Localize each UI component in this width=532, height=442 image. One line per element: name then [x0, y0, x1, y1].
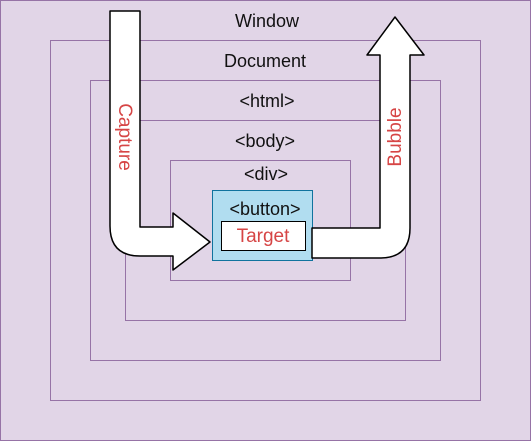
button-label: <button>: [229, 199, 300, 219]
div-label: <div>: [244, 164, 288, 184]
html-label: <html>: [239, 91, 294, 111]
div-box: [170, 160, 351, 281]
bubble-arrow: [311, 16, 425, 259]
target-box: [221, 221, 306, 251]
capture-arrow: [109, 10, 211, 271]
body-label: <body>: [235, 131, 295, 151]
document-label: Document: [224, 51, 306, 71]
document-box: [50, 40, 481, 401]
html-box: [90, 80, 441, 361]
window-label: Window: [235, 11, 300, 31]
bubble-label: Bubble: [385, 107, 406, 166]
target-label: Target: [237, 226, 291, 247]
capture-label: Capture: [114, 103, 135, 171]
